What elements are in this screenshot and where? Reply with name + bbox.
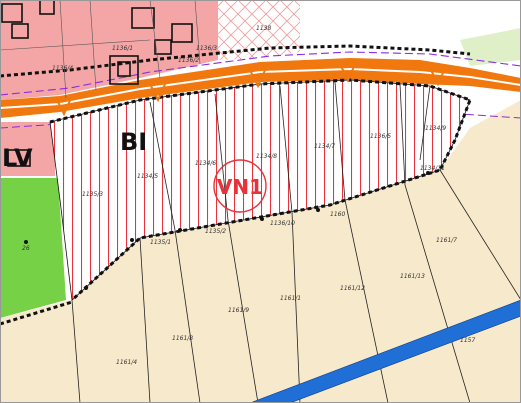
- road-centerline: [0, 67, 521, 109]
- parcel-number: 1135/3: [82, 191, 103, 198]
- agricultural-zone: [0, 100, 521, 403]
- parcel-number: 1161/9: [228, 307, 249, 314]
- zone-label-lv: LV: [2, 144, 33, 172]
- zone-label-bi: BI: [120, 128, 147, 156]
- parcel-number: 1136/3: [196, 45, 217, 52]
- parcel-number: 1134/8: [256, 153, 277, 160]
- road-purple-line: [0, 51, 521, 96]
- residential-zone: [0, 0, 218, 100]
- green-strip: [460, 28, 521, 66]
- parcel-number: 1135/2: [205, 228, 226, 235]
- buildings: [1, 0, 193, 167]
- parcel-number: 1134/6: [195, 160, 216, 167]
- parcel-number: 26: [22, 245, 30, 252]
- parcel-number: 1161/8: [172, 335, 193, 342]
- water-channel: [249, 299, 521, 403]
- parcel-number: 1157: [460, 337, 475, 344]
- parcel-numbers: 1136/1 1136/2 1136/3 1138 1136/4 1135/3 …: [22, 25, 475, 366]
- parcel-number: 1134/9: [425, 125, 446, 132]
- parcel-number: 1161/4: [116, 359, 137, 366]
- parcel-number: 1138: [256, 25, 271, 32]
- parcel-number: 1161/12: [340, 285, 365, 292]
- residential-parcel-lines: [0, 0, 201, 99]
- parcel-number: 1136/2: [178, 57, 199, 64]
- residential-left: [0, 122, 55, 176]
- zone-boundary-left: [0, 300, 73, 326]
- parcel-lines: [71, 81, 521, 403]
- vn1-label-circle: [213, 159, 267, 213]
- parcel-number: 1161/7: [436, 237, 457, 244]
- parcel-number: 1134/5: [137, 173, 158, 180]
- crosshatch-zone: [218, 0, 300, 60]
- parcel-number: 1136/5: [370, 133, 391, 140]
- parcel-number: 1136/1: [112, 45, 133, 52]
- zone-label-vn: VN1: [217, 175, 263, 199]
- parcel-number: 1134/11: [420, 165, 445, 172]
- parcel-number: 1136/4: [52, 65, 73, 72]
- zone-boundary: [49, 78, 472, 302]
- road-band: [0, 58, 521, 118]
- forest-zone: [0, 178, 66, 318]
- parcel-number: 1160: [330, 211, 345, 218]
- road-markers: [55, 61, 447, 117]
- survey-points: [24, 171, 430, 290]
- parcel-number: 1161/1: [280, 295, 301, 302]
- parcel-number: 1134/7: [314, 143, 335, 150]
- parcel-number: 1136/10: [270, 220, 295, 227]
- parcel-number: 1161/13: [400, 273, 425, 280]
- zone-boundary-top: [0, 44, 471, 78]
- parcel-number: 1135/1: [150, 239, 171, 246]
